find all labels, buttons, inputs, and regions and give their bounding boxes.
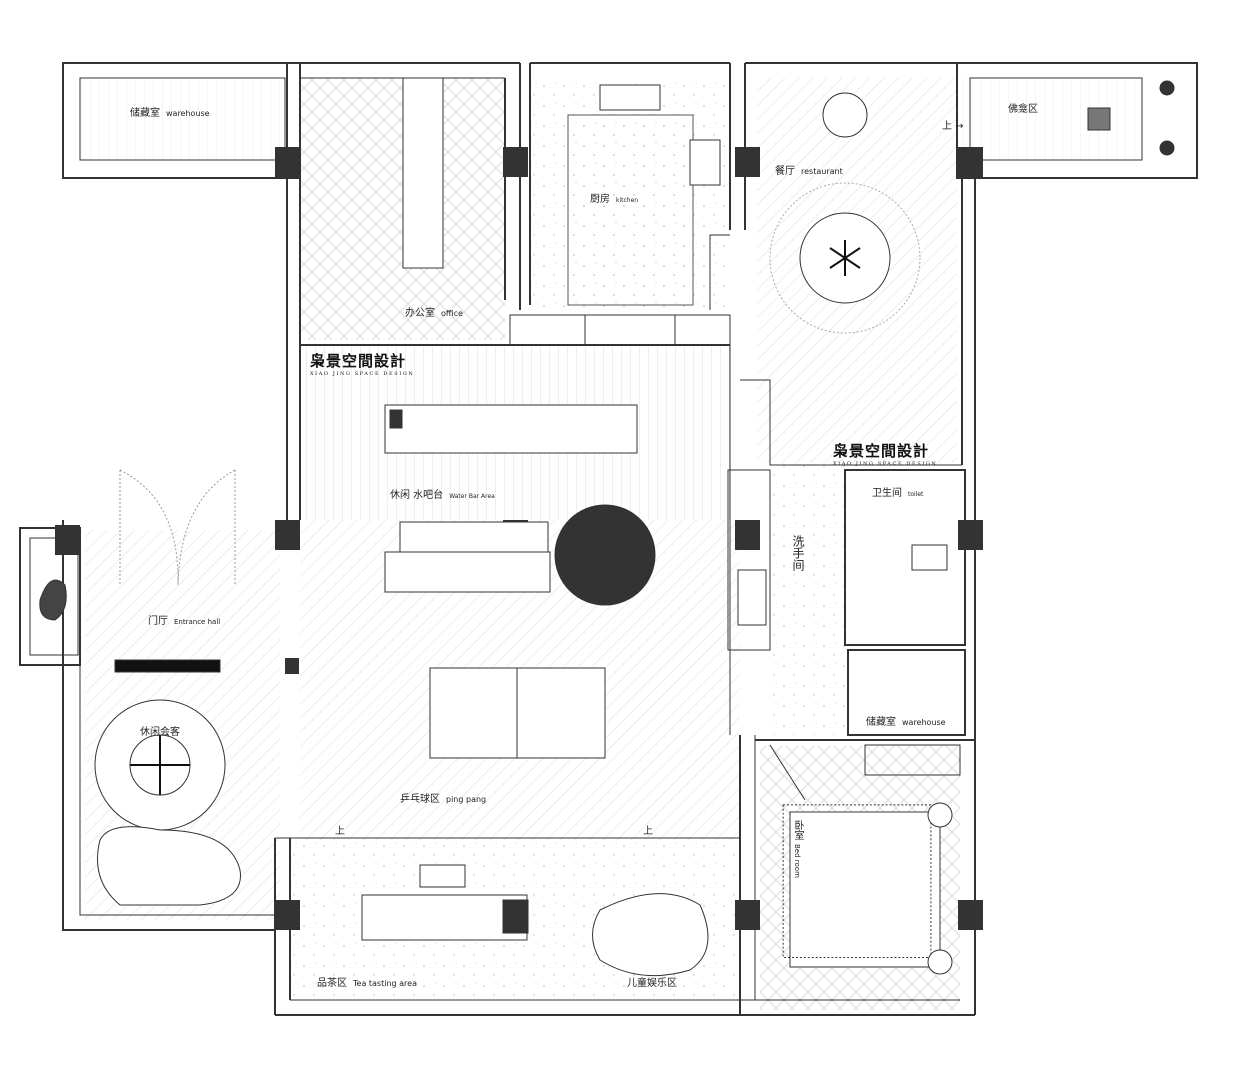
stairs-up-label-1: 上 [335,826,345,837]
furniture [39,77,1175,977]
walls [19,62,1198,1016]
room-label-bedroom: 卧室Bed room [792,820,803,878]
entrance-doors [119,469,236,586]
room-label-lounge: 休闲会客 [140,727,180,738]
room-label-washroom: 洗手间 [791,535,805,571]
room-label-kids: 儿童娱乐区 [627,978,677,989]
stairs-up-arrow: 上 → [942,121,964,132]
stairs-up-label-2: 上 [643,826,653,837]
room-label-buddha: 佛龛区 [1008,104,1038,115]
